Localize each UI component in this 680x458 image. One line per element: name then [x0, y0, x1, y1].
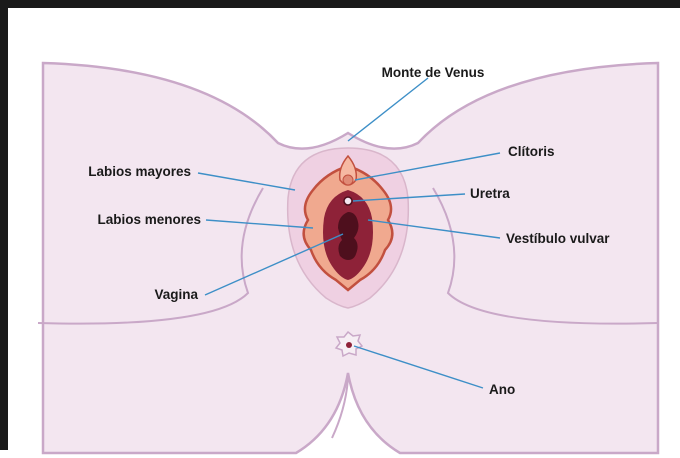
- anal-opening: [346, 342, 352, 348]
- leader-monte: [348, 78, 428, 141]
- label-vagina: Vagina: [154, 287, 198, 302]
- label-monte-de-venus: Monte de Venus: [382, 65, 485, 80]
- vulva-anatomy-diagram: Monte de Venus Clítoris Labios mayores U…: [8, 8, 680, 458]
- label-labios-mayores: Labios mayores: [88, 164, 191, 179]
- urethral-opening: [344, 197, 352, 205]
- label-labios-menores: Labios menores: [97, 212, 201, 227]
- clitoris: [343, 175, 353, 185]
- label-clitoris: Clítoris: [508, 144, 555, 159]
- label-ano: Ano: [489, 382, 515, 397]
- label-vestibulo-vulvar: Vestíbulo vulvar: [506, 231, 610, 246]
- label-uretra: Uretra: [470, 186, 510, 201]
